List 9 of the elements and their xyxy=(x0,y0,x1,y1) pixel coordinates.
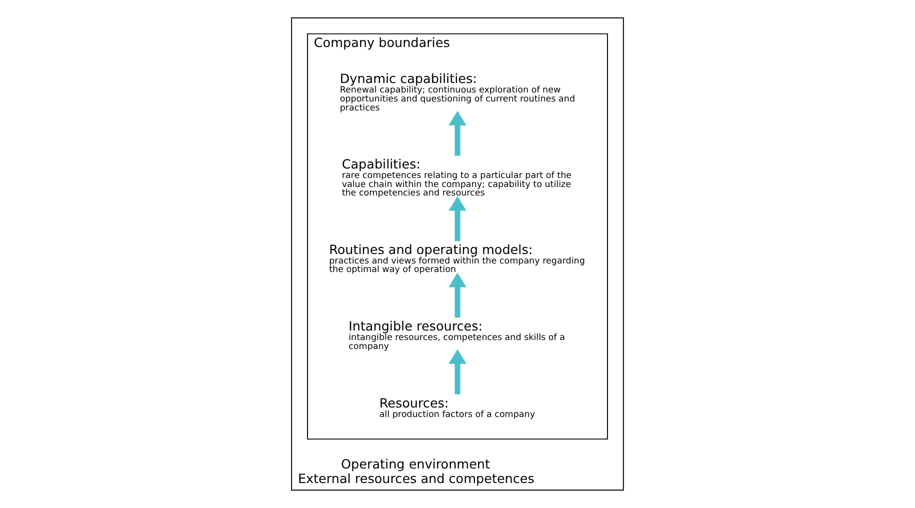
node-text: Capabilities: rare competences relating to a particular part of the value chain within the company; capability to utilize the competencies and resources xyxy=(342,157,572,199)
arrow xyxy=(448,272,466,318)
node-text: Intangible resources: intangible resources, competences and skills of a company xyxy=(348,319,566,352)
arrow xyxy=(448,349,466,394)
arrow xyxy=(448,196,466,242)
node-text: Dynamic capabilities: Renewal capability; continuous exploration of new opportunities and questioning of current routines and practices xyxy=(340,72,576,114)
node-text: Resources: all production factors of a company xyxy=(379,396,536,420)
arrow xyxy=(448,110,466,156)
node-text: Routines and operating models: practices and views formed within the company regarding the optimal way of operation xyxy=(329,242,585,276)
